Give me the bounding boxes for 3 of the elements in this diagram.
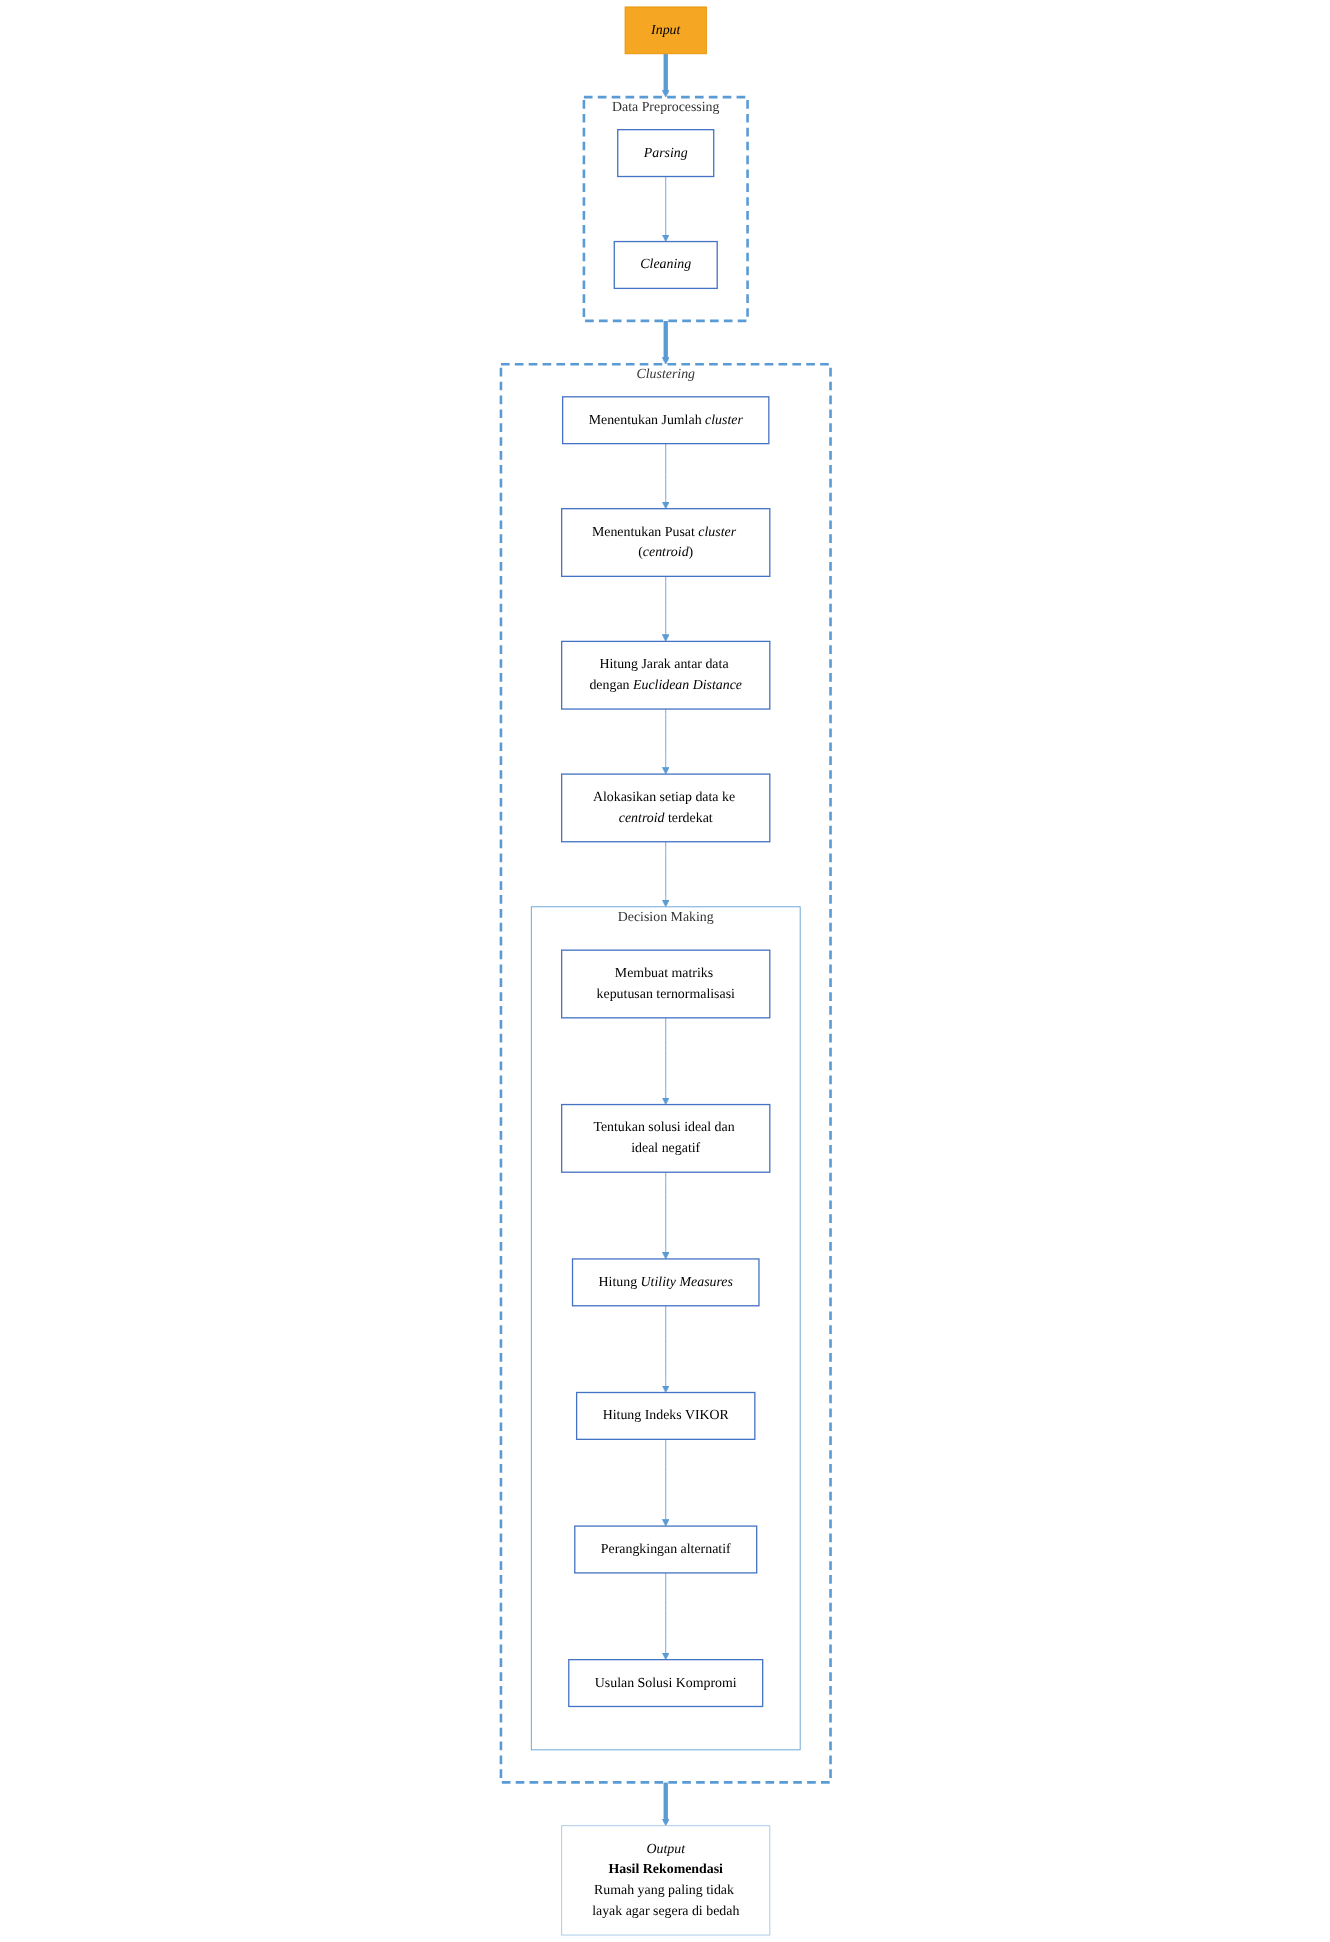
arrow [661,53,669,98]
arrow [661,320,669,365]
arrow [661,1782,669,1827]
